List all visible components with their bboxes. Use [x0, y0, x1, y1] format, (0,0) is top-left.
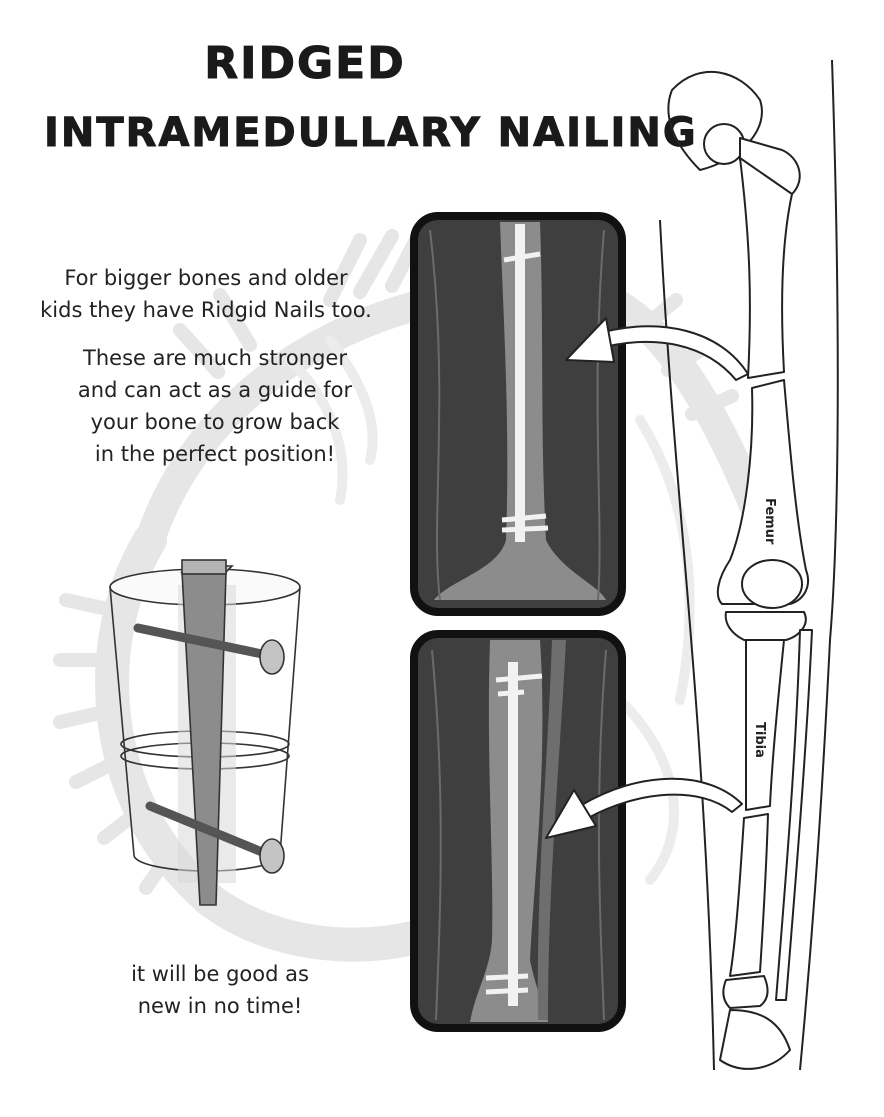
- outro-line-1: it will be good as: [131, 962, 309, 986]
- tibia-arrow-shaft: [579, 777, 743, 819]
- cylinder-left-edge: [109, 586, 135, 856]
- title-line-1: RIDGED: [204, 38, 406, 90]
- intro-line-1: For bigger bones and older: [64, 266, 348, 290]
- title-line-2: INTRAMEDULLARY NAILING: [44, 110, 698, 157]
- intro-line-2: kids they have Ridgid Nails too.: [40, 298, 372, 322]
- detail-line-3: your bone to grow back: [90, 410, 340, 434]
- femur-arrow-head: [565, 317, 615, 363]
- outro-text: it will be good as new in no time!: [90, 958, 350, 1022]
- femur-label: Femur: [762, 498, 777, 545]
- intro-text: For bigger bones and older kids they hav…: [20, 262, 392, 326]
- tibia-label: Tibia: [752, 722, 767, 758]
- detail-line-2: and can act as a guide for: [77, 378, 353, 402]
- detail-text: These are much stronger and can act as a…: [50, 342, 380, 470]
- cylinder-right-edge: [279, 586, 301, 856]
- xray-femur: [410, 212, 626, 616]
- outro-line-2: new in no time!: [137, 994, 303, 1018]
- detail-line-4: in the perfect position!: [94, 442, 336, 466]
- detail-line-1: These are much stronger: [83, 346, 347, 370]
- femur-arrow-shaft: [595, 325, 749, 381]
- tibia-arrow-head: [545, 789, 597, 839]
